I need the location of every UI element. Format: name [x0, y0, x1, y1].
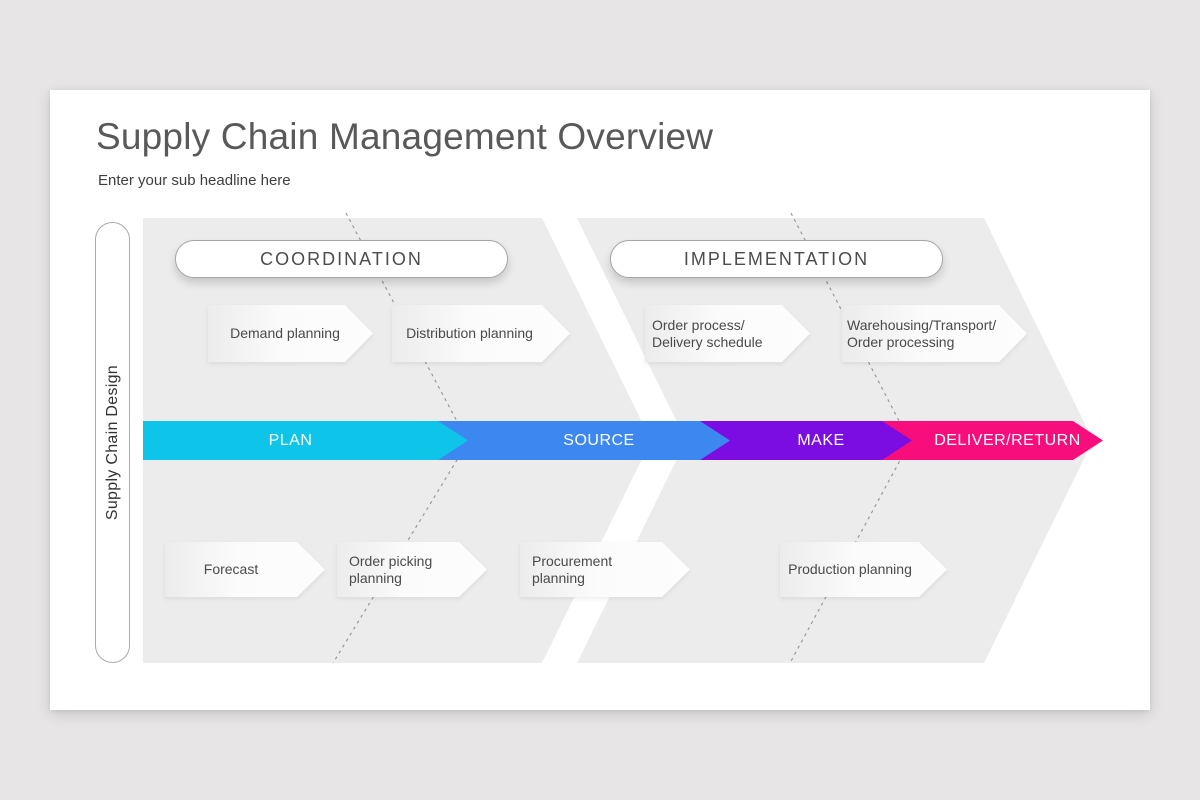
- bar-label-source: SOURCE: [563, 431, 635, 449]
- arrow-forecast: [165, 542, 325, 597]
- coordination-pill: COORDINATION: [175, 240, 508, 278]
- label-distribution-planning: Distribution planning: [406, 325, 533, 341]
- label-warehousing-transport: Warehousing/Transport/ Order processing: [847, 316, 997, 350]
- label-procurement-planning: Procurement planning: [532, 552, 613, 586]
- bar-segment-make: [700, 421, 912, 460]
- page-subtitle: Enter your sub headline here: [98, 172, 291, 189]
- bar-label-make: MAKE: [797, 431, 845, 449]
- arrow-order-picking: [337, 542, 487, 597]
- dotted-divider-right: [789, 212, 911, 664]
- bar-label-deliver-return: DELIVER/RETURN: [934, 431, 1081, 449]
- label-demand-planning: Demand planning: [230, 325, 340, 341]
- arrow-demand-planning: [208, 305, 373, 362]
- implementation-pill: IMPLEMENTATION: [610, 240, 943, 278]
- label-production-planning: Production planning: [788, 561, 912, 577]
- arrow-procurement-planning: [520, 542, 690, 597]
- label-forecast: Forecast: [203, 561, 259, 577]
- arrow-warehousing-transport: [842, 305, 1027, 362]
- arrow-order-process: [645, 305, 810, 362]
- bar-label-plan: PLAN: [268, 431, 313, 449]
- coordination-pill-label: COORDINATION: [260, 248, 423, 269]
- supply-chain-design-label: Supply Chain Design: [103, 364, 121, 521]
- bar-segment-plan: [143, 421, 468, 460]
- bar-segment-deliver-return: [882, 421, 1103, 460]
- arrow-distribution-planning: [392, 305, 570, 362]
- supply-chain-diagram: [143, 212, 1103, 664]
- label-order-picking: Order picking planning: [349, 552, 433, 586]
- implementation-pill-label: IMPLEMENTATION: [683, 248, 870, 269]
- supply-chain-design-pill: Supply Chain Design: [95, 222, 130, 663]
- bar-segment-source: [438, 421, 730, 460]
- label-order-process: Order process/ Delivery schedule: [652, 316, 763, 350]
- page-title: Supply Chain Management Overview: [96, 116, 714, 157]
- arrow-production-planning: [780, 542, 947, 597]
- slide-canvas: Supply Chain Management Overview Enter y…: [50, 90, 1150, 710]
